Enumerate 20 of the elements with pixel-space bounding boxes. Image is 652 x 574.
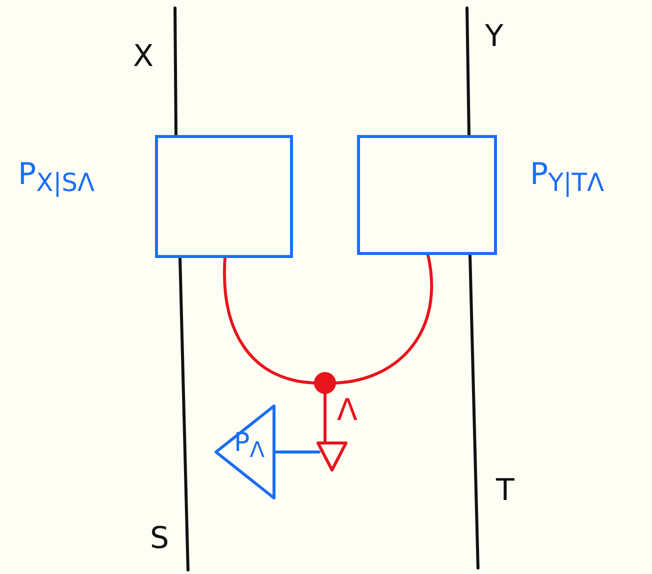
effect-triangle	[316, 440, 348, 472]
wire	[274, 450, 320, 454]
wire-label: Y	[485, 22, 504, 52]
box-label: P$_{X|SΛ}$	[18, 160, 95, 195]
box-label: P$_{Y|TΛ}$	[530, 160, 604, 195]
wire	[324, 392, 326, 444]
wire-label: X	[133, 42, 154, 72]
wire-label: S	[150, 524, 170, 554]
wire	[466, 6, 470, 136]
wire	[468, 254, 480, 570]
wire	[174, 6, 178, 136]
wire	[178, 256, 190, 572]
copy-dot	[314, 372, 336, 394]
wire	[222, 256, 316, 384]
state-triangle	[214, 404, 276, 500]
process-box	[155, 135, 293, 258]
wire	[334, 254, 434, 384]
wire-label: Λ	[337, 396, 358, 426]
wire-label: T	[496, 476, 514, 506]
process-box	[357, 135, 497, 255]
